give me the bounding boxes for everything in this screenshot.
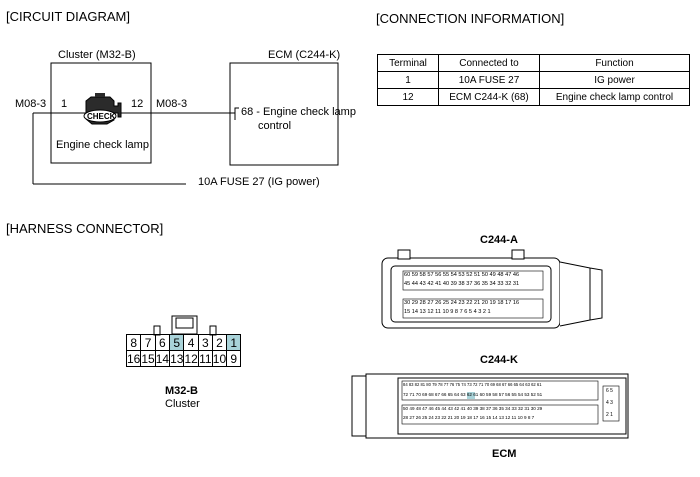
ecm-pin68-line1: 68 - Engine check lamp — [241, 106, 356, 118]
cluster-pin-row-2: 16 15 14 13 12 11 10 9 — [125, 350, 242, 367]
c244k-pins-top-2: 72 71 70 69 68 67 66 65 64 63 62 61 60 5… — [403, 392, 543, 397]
c244k-side-pins-3: 2 1 — [606, 412, 613, 418]
cell-terminal: 12 — [377, 88, 439, 106]
table-row: 12 ECM C244-K (68) Engine check lamp con… — [377, 88, 690, 106]
connection-info-heading: [CONNECTION INFORMATION] — [376, 11, 565, 26]
cluster-pin: 11 — [197, 350, 213, 367]
ecm-pin-bracket — [234, 107, 239, 120]
fuse-label: 10A FUSE 27 (IG power) — [198, 176, 320, 188]
check-text: CHECK — [87, 112, 116, 121]
cell-function: Engine check lamp control — [539, 88, 690, 106]
cluster-connector-name: M32-B — [165, 385, 199, 397]
c244a-pins-bottom-2: 15 14 13 12 11 10 9 8 7 6 5 4 3 2 1 — [404, 309, 491, 315]
cluster-pin: 15 — [140, 350, 156, 367]
engine-check-lamp-label: Engine check lamp — [56, 139, 149, 151]
connection-table: Terminal Connected to Function 1 10A FUS… — [377, 54, 690, 106]
cluster-connector-caption: Cluster — [165, 398, 200, 410]
c244k-side-pins-1: 6 5 — [606, 388, 613, 394]
cluster-pin: 16 — [125, 350, 142, 367]
c244a-label: C244-A — [480, 234, 518, 246]
cluster-pin: 12 — [183, 350, 199, 367]
harness-connector-heading: [HARNESS CONNECTOR] — [6, 221, 164, 236]
pin1-label: 1 — [61, 98, 68, 110]
left-wire-label: M08-3 — [15, 98, 47, 110]
cluster-pin: 13 — [169, 350, 185, 367]
c244k-side-pins-2: 4 3 — [606, 400, 613, 406]
ecm-connector-caption: ECM — [492, 448, 517, 460]
circuit-diagram-heading: [CIRCUIT DIAGRAM] — [6, 9, 130, 24]
c244k-pins-bottom-2: 28 27 26 25 24 23 22 21 20 19 18 17 16 1… — [403, 415, 535, 420]
cluster-pin-highlighted: 5 — [169, 334, 185, 351]
cluster-title: Cluster (M32-B) — [58, 49, 136, 61]
ecm-box — [229, 62, 339, 166]
cluster-pin: 14 — [154, 350, 171, 367]
cluster-pin: 9 — [226, 350, 242, 367]
cluster-pin-highlighted: 1 — [226, 334, 242, 351]
c244k-label: C244-K — [480, 354, 518, 366]
c244k-pins-top-1: 84 83 82 81 80 79 78 77 76 75 74 73 72 7… — [403, 382, 542, 387]
ecm-title: ECM (C244-K) — [268, 49, 341, 61]
ecm-pin68-line2: control — [258, 120, 292, 132]
right-wire-label: M08-3 — [156, 98, 188, 110]
cluster-connector-pins: 8 7 6 5 4 3 2 1 16 15 14 13 12 11 10 9 — [125, 334, 242, 367]
c244a-pins-top-1: 60 59 58 57 56 55 54 53 52 51 50 49 48 4… — [404, 272, 520, 278]
c244k-pins-bottom-1: 50 49 48 47 46 45 44 43 42 41 40 39 38 3… — [403, 406, 543, 411]
engine-check-icon — [83, 93, 122, 125]
cluster-pin: 10 — [211, 350, 228, 367]
c244a-pins-bottom-1: 30 29 28 27 26 25 24 23 22 21 20 19 18 1… — [404, 300, 520, 306]
pin12-label: 12 — [131, 98, 144, 110]
table-header-row: Terminal Connected to Function — [377, 54, 690, 72]
c244a-pins-top-2: 45 44 43 42 41 40 39 38 37 36 35 34 33 3… — [404, 281, 520, 287]
